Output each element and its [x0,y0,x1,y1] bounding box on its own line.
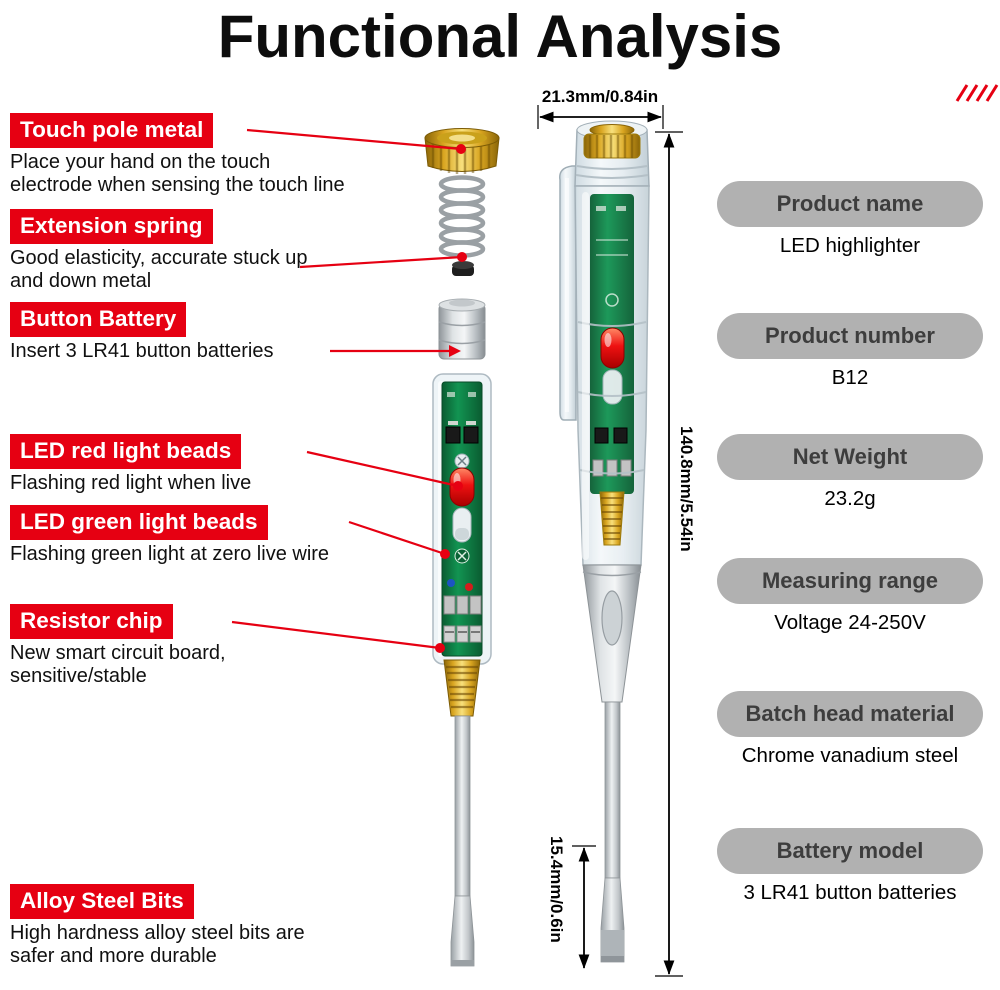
dimension-tip-label: 15.4mm/0.6in [547,836,566,943]
resistor-chips [443,595,482,643]
callout-label: Extension spring [10,209,213,244]
spec-value: Voltage 24-250V [774,611,926,634]
callout-description: Good elasticity, accurate stuck up and d… [10,247,308,293]
body-highlight [582,192,589,560]
callout-extension-spring: Extension spring Good elasticity, accura… [10,209,308,294]
white-led-assembled [602,369,623,405]
exploded-pen-illustration [424,128,500,967]
callout-led-red: LED red light beads Flashing red light w… [10,434,251,495]
inner-circuit [590,194,634,494]
connector-green-led [348,520,446,556]
metal-cone [582,564,642,703]
connector-resistor [231,620,441,650]
red-led [449,467,475,507]
touch-pole-cap [424,128,500,174]
callout-resistor-chip: Resistor chip New smart circuit board, s… [10,604,226,689]
spec-pill: Product number [717,313,983,359]
extension-spring-part [438,175,486,258]
tube-highlight [438,381,444,657]
flat-blade-tip [450,895,475,967]
spec-pill: Battery model [717,828,983,874]
red-led-assembled [600,327,625,369]
circuit-board [441,381,483,657]
callout-description: New smart circuit board, sensitive/stabl… [10,642,226,688]
callout-label: Button Battery [10,302,187,337]
dimension-height-label: 140.8mm/5.54in [677,426,696,552]
connector-spring [299,255,463,269]
connector-arrowhead [449,345,461,357]
spec-batch-head-material: Batch head material Chrome vanadium stee… [717,691,983,768]
spring-seat [452,261,474,276]
spec-value: B12 [831,366,869,389]
callout-description: Flashing green light at zero live wire [10,543,330,565]
spec-value: 3 LR41 button batteries [743,881,957,904]
callout-led-green: LED green light beads Flashing green lig… [10,505,329,566]
callout-label: Resistor chip [10,604,173,639]
callout-label: LED green light beads [10,505,268,540]
callout-description: High hardness alloy steel bits are safer… [10,922,305,968]
red-component [465,583,473,591]
button-battery-stack [438,298,486,360]
inner-thread-screw [599,491,625,546]
pen-body [574,185,650,566]
callout-description: Place your hand on the touch electrode w… [10,151,345,197]
spec-net-weight: Net Weight 23.2g [717,434,983,511]
connector-dot [456,144,466,154]
callout-touch-pole-metal: Touch pole metal Place your hand on the … [10,113,345,198]
chip-components [445,421,479,444]
metal-shaft-assembled [604,701,621,879]
callout-button-battery: Button Battery Insert 3 LR41 button batt… [10,302,274,363]
body-section-rings [577,321,647,475]
callout-alloy-steel-bits: Alloy Steel Bits High hardness alloy ste… [10,884,305,969]
metal-shaft [454,715,471,897]
pocket-clip [559,165,577,421]
spec-value: LED highlighter [779,234,921,257]
threaded-collar [443,659,481,717]
blue-component [447,579,455,587]
spec-product-number: Product number B12 [717,313,983,390]
spec-battery-model: Battery model 3 LR41 button batteries [717,828,983,905]
marker-circle [454,453,470,469]
spec-pill: Batch head material [717,691,983,737]
spec-pill: Measuring range [717,558,983,604]
callout-label: LED red light beads [10,434,242,469]
decor-hatch-marks [955,84,999,102]
connector-dot [457,252,467,262]
connector-dot [440,549,450,559]
spec-pill: Product name [717,181,983,227]
callout-label: Touch pole metal [10,113,214,148]
pen-body-tube [432,373,492,665]
marker-circle-2 [454,548,470,564]
spec-value: 23.2g [824,487,876,510]
connector-red-led [306,450,459,488]
assembled-pen-illustration [559,120,650,963]
green-led [452,507,472,543]
page-title: Functional Analysis [217,3,783,70]
pen-cap [574,120,650,187]
callout-description: Insert 3 LR41 button batteries [10,340,274,362]
connector-dot [435,643,445,653]
spec-value: Chrome vanadium steel [741,744,959,767]
connector-dot [453,481,463,491]
flat-blade-tip-assembled [600,877,625,963]
spec-product-name: Product name LED highlighter [717,181,983,258]
callout-label: Alloy Steel Bits [10,884,194,919]
spec-measuring-range: Measuring range Voltage 24-250V [717,558,983,635]
callout-description: Flashing red light when live [10,472,252,494]
spec-pill: Net Weight [717,434,983,480]
dimension-width-label: 21.3mm/0.84in [541,87,659,106]
